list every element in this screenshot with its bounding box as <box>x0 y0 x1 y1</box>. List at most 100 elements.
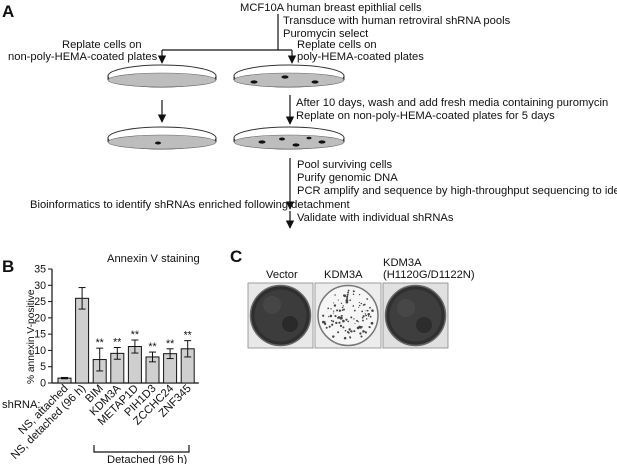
colony-dot <box>328 316 330 318</box>
colony-dot <box>358 306 360 308</box>
colony-dot <box>361 310 364 313</box>
panel-a: A MCF10A human breast epithlial cells Tr… <box>2 2 617 229</box>
colony-dot <box>366 298 369 300</box>
colony-dot <box>332 335 335 338</box>
colony-dot <box>330 320 333 322</box>
colony-dot <box>333 310 335 312</box>
step1-line2: Puromycin select <box>283 28 369 40</box>
colony-dot <box>353 330 356 333</box>
panel-b-label: B <box>2 257 14 276</box>
step3-line1: Pool surviving cells <box>297 159 393 171</box>
colony-dot <box>350 316 353 319</box>
colony-dot <box>331 323 334 326</box>
colony-dot <box>369 306 371 309</box>
dish-left-1 <box>107 64 217 88</box>
y-tick-label: 25 <box>34 296 46 308</box>
well-1-label: Vector <box>266 269 298 281</box>
detached-bracket <box>93 445 190 453</box>
significance-mark: ** <box>166 338 174 350</box>
left-branch-line1: Replate cells on <box>62 39 142 51</box>
y-tick-label: 35 <box>34 264 46 276</box>
colony-dot <box>365 318 368 320</box>
colony-dot <box>335 304 337 306</box>
significance-mark: ** <box>113 336 121 348</box>
step3-line2: Purify genomic DNA <box>297 172 398 184</box>
y-tick-label: 0 <box>40 378 46 390</box>
chart-bars: ************ <box>57 287 195 384</box>
colony-dot <box>339 324 343 328</box>
colony-dot <box>341 309 344 311</box>
colony-dot <box>353 309 356 312</box>
colony-dot <box>359 332 362 335</box>
colony-dot <box>354 323 356 324</box>
significance-mark: ** <box>96 337 104 349</box>
step2-line1: After 10 days, wash and add fresh media … <box>296 97 608 109</box>
colony-dot <box>349 299 352 302</box>
colony-dot <box>368 313 370 315</box>
colony-dot <box>337 331 340 334</box>
colony-dot <box>337 299 339 301</box>
significance-mark: ** <box>131 329 139 341</box>
left-branch-line2: non-poly-HEMA-coated plates <box>8 51 158 63</box>
colony-dot <box>346 293 349 296</box>
panel-a-label: A <box>2 2 14 21</box>
colony-dot <box>352 290 355 293</box>
y-tick-label: 5 <box>40 361 46 373</box>
colony-dot <box>357 320 359 323</box>
colony-dot <box>356 319 358 322</box>
colony-dot <box>356 326 360 330</box>
significance-mark: ** <box>148 341 156 353</box>
colony-dot <box>345 318 347 320</box>
dish-right-1 <box>233 64 345 88</box>
colony-dot <box>345 299 349 302</box>
colony-dot <box>333 302 335 304</box>
colony-dot <box>328 325 331 328</box>
colony-dot <box>343 308 345 311</box>
colony-dot <box>347 289 350 292</box>
right-branch-line1: Replate cells on <box>297 39 377 51</box>
x-tick-label: NS, detached (96 h) <box>9 382 88 461</box>
colony-dot <box>346 331 349 333</box>
bracket-label: Detached (96 h) <box>107 454 187 464</box>
step3-line3: PCR amplify and sequence by high-through… <box>297 185 617 197</box>
y-tick-label: 30 <box>34 280 46 292</box>
colony-dot <box>369 315 372 318</box>
colony-dot <box>334 315 337 318</box>
colony-dot <box>360 335 363 338</box>
colony-dot <box>343 336 347 340</box>
colony-dot <box>335 321 338 325</box>
colony-dot <box>371 309 374 312</box>
step4-text: Bioinformatics to identify shRNAs enrich… <box>30 199 351 211</box>
colony-dot <box>358 293 361 296</box>
colony-dot <box>340 316 343 320</box>
colony-dot <box>343 294 347 298</box>
dish-left-2 <box>107 126 217 150</box>
colony-dot <box>367 315 370 317</box>
colony-dot <box>322 320 325 324</box>
y-axis-label: % annexin V-positive <box>26 289 37 384</box>
colony-dot <box>336 309 339 312</box>
colony-dot <box>338 309 342 312</box>
colony-dot <box>349 336 352 339</box>
colony-dot <box>340 302 343 304</box>
y-tick-label: 20 <box>34 312 46 324</box>
source-cells-text: MCF10A human breast epithlial cells <box>240 2 422 14</box>
chart-title: Annexin V staining <box>107 253 200 265</box>
panel-b: B Annexin V staining % annexin V-positiv… <box>2 253 200 466</box>
colony-dot <box>363 303 366 306</box>
colony-dot <box>361 326 363 328</box>
colony-dot <box>352 293 355 296</box>
well-image-kdm3a-mutant <box>382 282 449 349</box>
colony-dot <box>325 326 328 329</box>
colony-dot <box>352 305 355 307</box>
colony-dot <box>365 310 367 312</box>
colony-dot <box>323 322 327 326</box>
bar <box>75 297 90 384</box>
colony-dot <box>369 326 371 329</box>
well-3-label-2: (H1120G/D1122N) <box>383 269 475 281</box>
panel-c-label: C <box>230 247 242 266</box>
shrna-label: shRNA: <box>2 399 41 411</box>
colony-dot <box>322 314 325 317</box>
